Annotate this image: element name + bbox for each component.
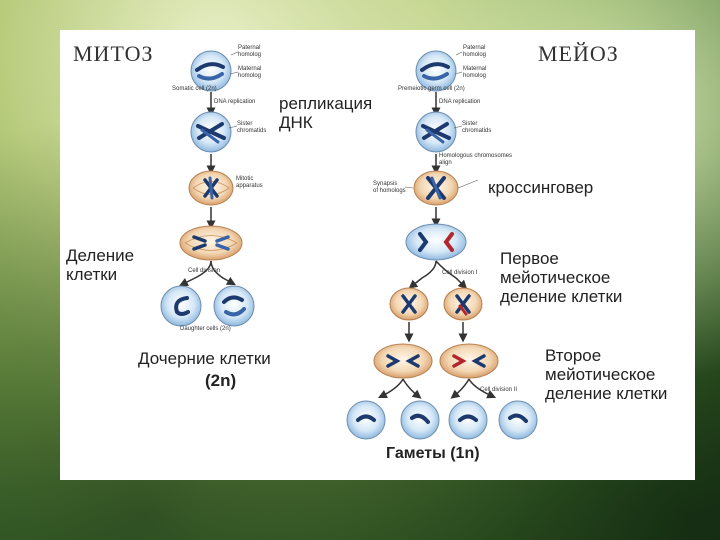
arrow-gamete-1 [377,378,404,399]
meiosis-paternal-label: Paternal homolog [463,45,487,58]
gametes-annotation: Гаметы (1n) [386,445,480,462]
mitosis-dna-replication-label: DNA replication [214,99,256,105]
meiosis-sister-chromatids-label: Sister chromatids [462,121,492,134]
anaphase-cell [179,225,243,261]
daughter-cell-1 [160,285,202,327]
replication-annotation: репликация ДНК [279,94,373,132]
second-division-annotation: Второе мейотическое деление клетки [545,346,668,403]
diagram-graphics [160,50,538,440]
arrow-division1-right [435,260,468,290]
mitosis-title: МИТОЗ [73,41,154,66]
meiosis-title: МЕЙОЗ [538,41,619,66]
meiosis-dna-replication-label: DNA replication [439,99,481,105]
arrow-division-right [210,260,236,286]
gamete-2 [400,400,440,440]
gamete-3 [448,400,488,440]
metaphase-cell [188,170,234,206]
meiosis-division2-cell-1 [373,343,433,379]
mitosis-paternal-label: Paternal homolog [238,45,262,58]
somatic-cell-label: Somatic cell (2n) [172,86,217,92]
daughter-cells-label: Daughter cells (2n) [180,326,231,332]
cell-division-2-label: Cell division II [480,387,518,393]
gamete-1 [346,400,386,440]
arrow-gamete-4 [468,378,497,399]
meiosis-secondary-cell-2 [443,287,483,321]
meiosis-column [346,50,538,440]
germ-cell-label: Premeiotic germ cell (2n) [398,86,465,92]
gamete-4 [498,400,538,440]
mitosis-column [160,50,255,327]
meiosis-division2-cell-2 [439,343,499,379]
crossing-over-annotation: кроссинговер [488,178,594,197]
meiosis-anaphase-cell [405,223,467,261]
meiosis-secondary-cell-1 [389,287,429,321]
meiosis-maternal-label: Maternal homolog [463,66,487,79]
homologs-align-label: Homologous chromosomes align [439,153,513,166]
replicated-cell [190,111,238,153]
first-division-annotation: Первое мейотическое деление клетки [500,249,623,306]
mitosis-sister-chromatids-label: Sister chromatids [237,121,267,134]
daughter-cells-annotation: Дочерние клетки [138,349,271,368]
meiosis-replicated-cell [415,111,463,153]
arrow-division1-left [408,260,437,289]
mitosis-cell-division-label: Cell division [188,268,221,274]
synapsis-label: Synapsis of homologs [373,181,406,194]
germ-cell [415,50,463,92]
arrow-gamete-3 [450,378,470,399]
daughter-cell-2 [213,285,255,327]
arrow-gamete-2 [402,378,422,399]
mitotic-apparatus-label: Mitotic apparatus [236,176,263,189]
daughter-ploidy-annotation: (2n) [205,371,237,390]
somatic-cell [190,50,239,92]
diagram-panel: МИТОЗ МЕЙОЗ Paternal homolog Maternal ho… [60,30,695,480]
synapsis-cell [404,170,479,206]
mitosis-maternal-label: Maternal homolog [238,66,262,79]
cell-division-1-label: Cell division I [442,270,478,276]
cell-division-annotation: Деление клетки [66,246,135,284]
